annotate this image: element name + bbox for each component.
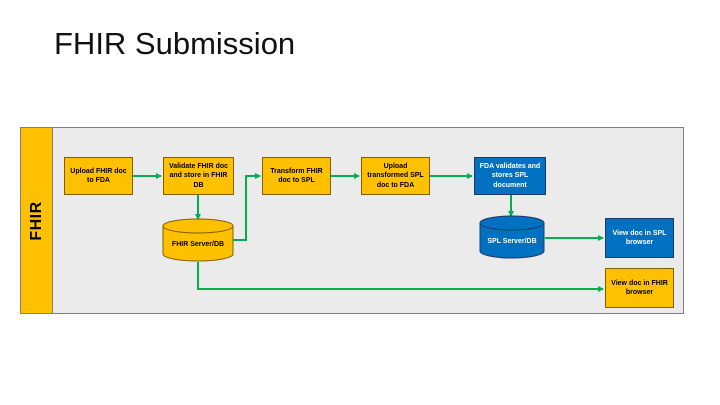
upload-spl-doc-box: Upload transformed SPL doc to FDA: [361, 157, 430, 195]
upload-fhir-doc-label: Upload FHIR doc to FDA: [70, 167, 127, 184]
swimlane-header: FHIR: [21, 128, 53, 313]
validate-fhir-doc-label: Validate FHIR doc and store in FHIR DB: [168, 162, 229, 189]
transform-fhir-doc-box: Transform FHIR doc to SPL: [262, 157, 331, 195]
spl-server-label: SPL Server/DB: [487, 238, 537, 246]
view-doc-fhir-label: View doc in FHIR browser: [611, 279, 668, 296]
fhir-server-cylinder-icon: [162, 218, 234, 262]
spl-server-cylinder-icon: [479, 215, 545, 259]
view-doc-spl-label: View doc in SPL browser: [612, 229, 667, 246]
transform-fhir-doc-label: Transform FHIR doc to SPL: [270, 167, 323, 184]
fhir-server-label: FHIR Server/DB: [171, 241, 225, 249]
fda-validates-label: FDA validates and stores SPL document: [479, 162, 541, 189]
upload-spl-doc-label: Upload transformed SPL doc to FDA: [367, 162, 424, 189]
view-doc-fhir-browser-box: View doc in FHIR browser: [605, 268, 674, 308]
fda-validates-box: FDA validates and stores SPL document: [474, 157, 546, 195]
slide-title: FHIR Submission: [54, 26, 296, 61]
arrow-fhir-server-to-transform: [233, 173, 261, 241]
arrow-fhir-server-to-view-fhir: [197, 262, 604, 292]
validate-fhir-doc-box: Validate FHIR doc and store in FHIR DB: [163, 157, 234, 195]
upload-fhir-doc-box: Upload FHIR doc to FDA: [64, 157, 133, 195]
view-doc-spl-browser-box: View doc in SPL browser: [605, 218, 674, 258]
